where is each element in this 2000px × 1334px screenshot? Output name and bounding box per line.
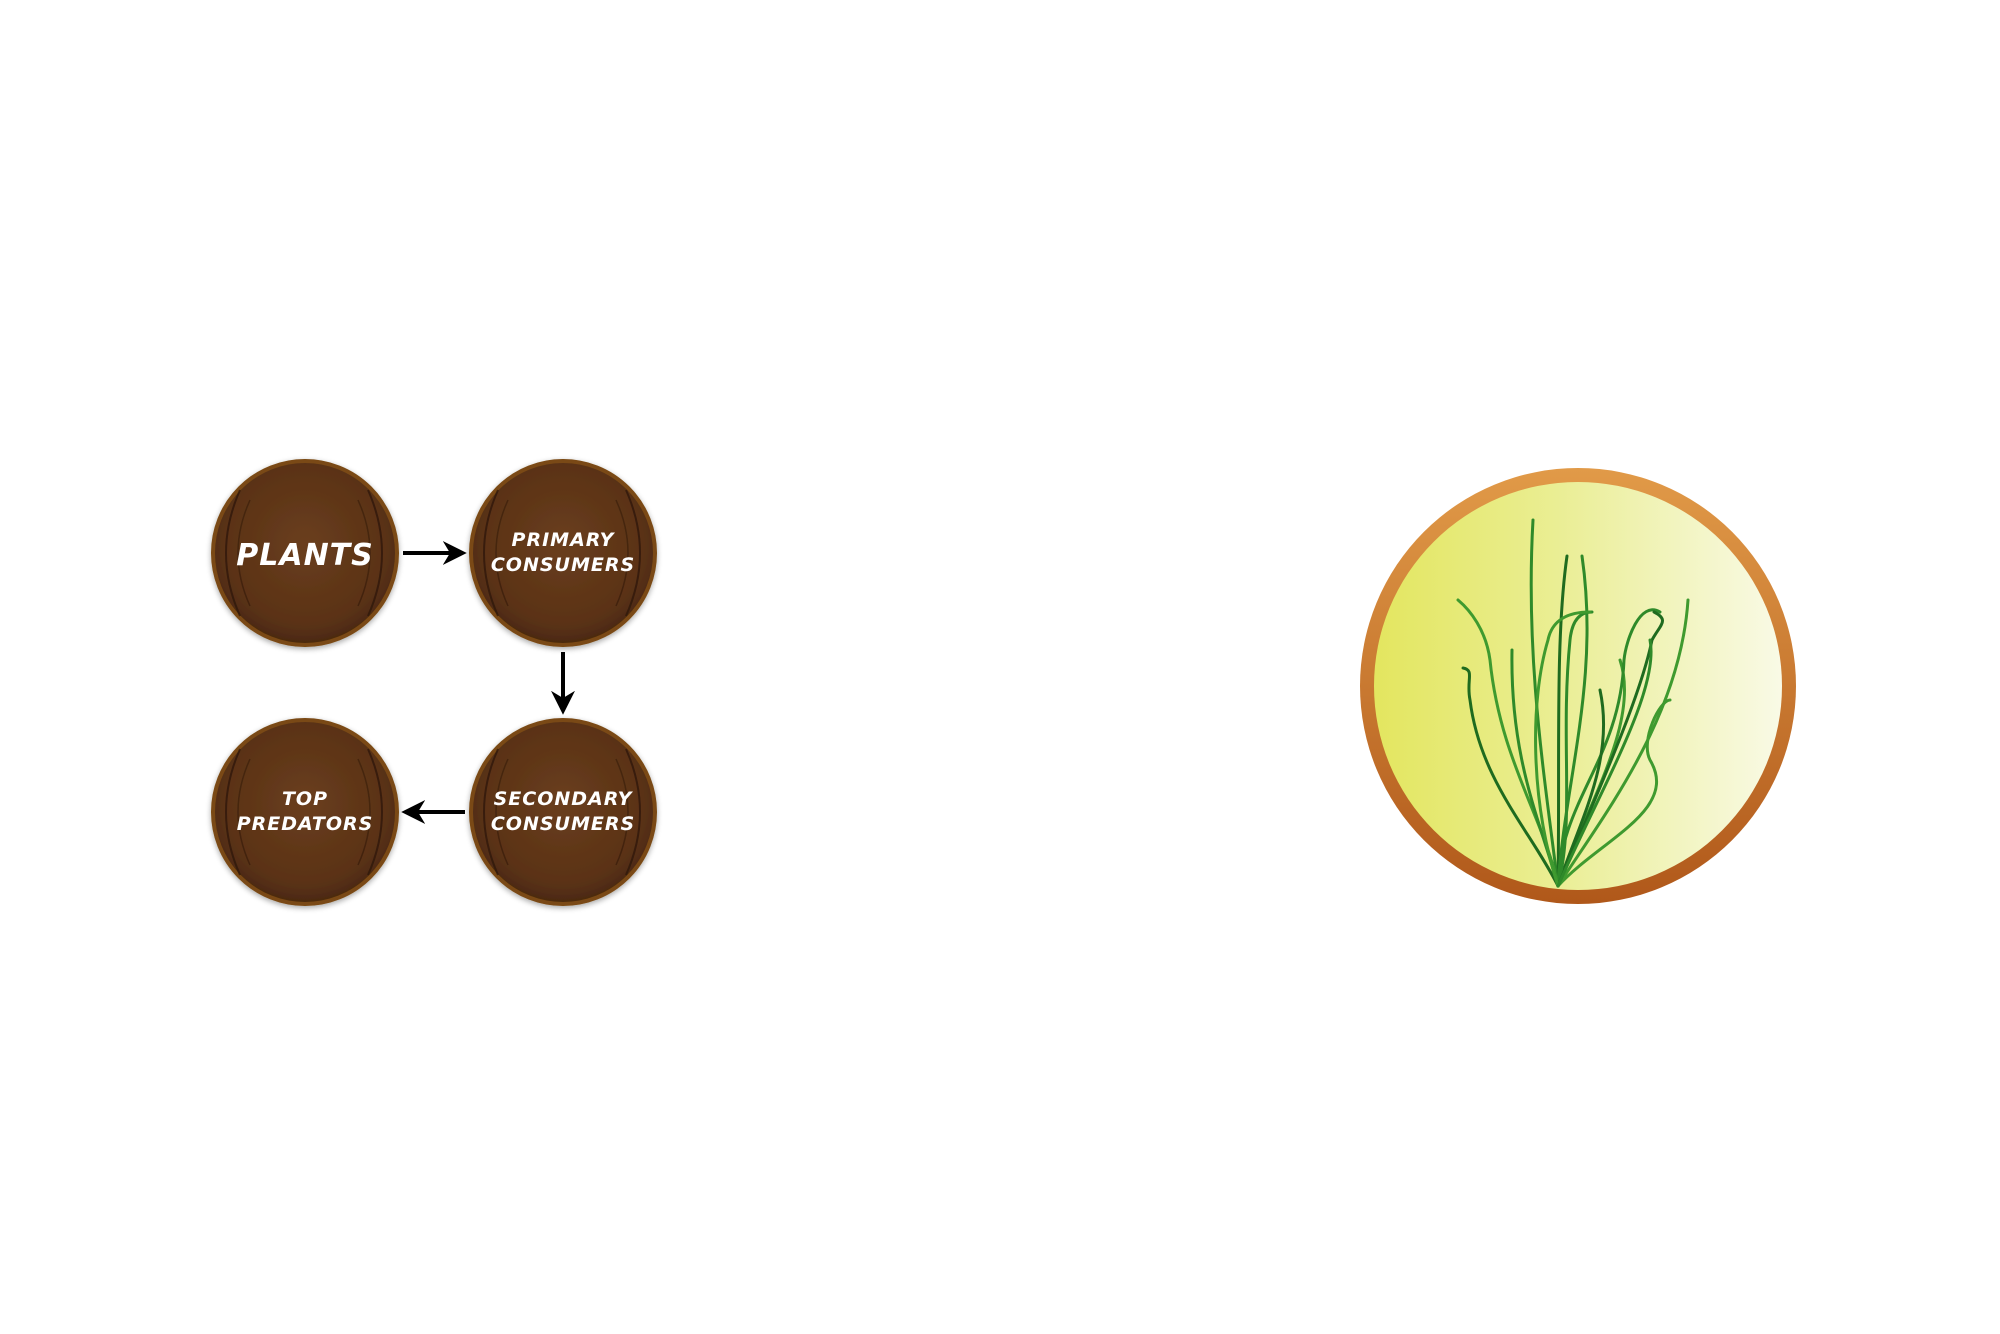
node-plants-label: PLANTS bbox=[236, 538, 374, 573]
node-plants: PLANTS bbox=[211, 459, 399, 647]
grass-icon bbox=[1456, 518, 1690, 888]
node-top-label-line1: TOP bbox=[282, 788, 328, 810]
node-primary-label-line1: PRIMARY bbox=[512, 529, 616, 551]
node-primary-consumers: PRIMARY CONSUMERS bbox=[469, 459, 657, 647]
node-secondary-label-line1: SECONDARY bbox=[494, 788, 634, 810]
node-secondary-label-line2: CONSUMERS bbox=[491, 813, 635, 835]
node-top-label-line2: PREDATORS bbox=[237, 813, 374, 835]
node-secondary-consumers: SECONDARY CONSUMERS bbox=[469, 718, 657, 906]
node-primary-label-line2: CONSUMERS bbox=[491, 554, 635, 576]
plant-badge bbox=[1360, 468, 1796, 904]
node-top-predators: TOP PREDATORS bbox=[211, 718, 399, 906]
